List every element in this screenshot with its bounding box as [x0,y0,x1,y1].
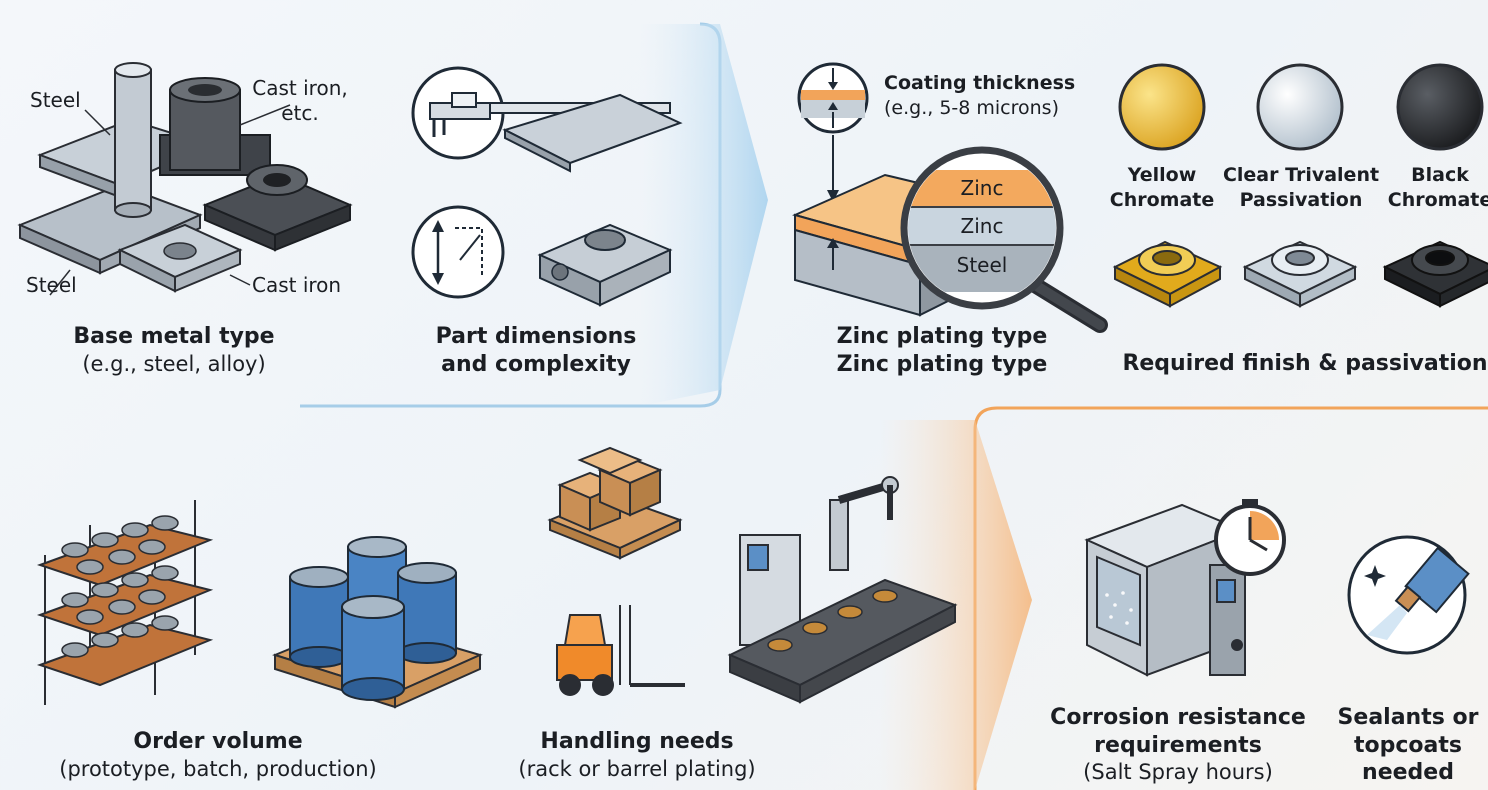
clear-trivalent-label: Clear Trivalent Passivation [1223,163,1379,212]
base-metal-title: Base metal type [73,324,275,349]
sealants-line2: topcoats [1354,732,1462,758]
coating-thickness-icon [797,62,869,134]
coating-thickness-example: (e.g., 5-8 microns) [884,97,1059,119]
yellow-chromate-swatch [1118,63,1206,151]
finish-swatches [1112,63,1488,308]
zinc-layer-2: Zinc [960,214,1004,238]
base-metal-label: Base metal type (e.g., steel, alloy) [73,323,274,377]
black-chromate-swatch [1396,63,1484,151]
black-chromate-label: Black Chromate [1388,163,1488,212]
yellow-chromate-line1: Yellow [1127,164,1197,186]
shelving-and-barrels-illustration [36,500,483,709]
yellow-chromate-label: Yellow Chromate [1110,163,1214,212]
steel-tag-bottom: Steel [26,273,77,297]
handling-illustration [547,446,958,704]
cast-iron-tag-top: Cast iron, [252,76,348,100]
clear-trivalent-line2: Passivation [1239,188,1363,211]
black-chromate-line1: Black [1411,164,1469,186]
salt-spray-chamber-illustration [1084,499,1286,677]
yellow-chromate-line2: Chromate [1109,188,1215,211]
order-volume-subtitle: (prototype, batch, production) [59,756,377,781]
cast-iron-tag-bottom: Cast iron [252,273,342,297]
black-chromate-line2: Chromate [1387,188,1488,211]
zinc-layer-1: Zinc [960,176,1004,200]
clear-trivalent-line1: Clear Trivalent [1222,164,1380,186]
zinc-type-title-line1: Zinc plating type [836,324,1048,349]
zinc-type-title-line2: Zinc plating type [836,351,1048,377]
coating-thickness-label: Coating thickness [884,72,1076,94]
finish-label: Required finish & passivation [1122,350,1487,378]
steel-tag-top: Steel [30,88,81,112]
finish-title: Required finish & passivation [1122,351,1488,376]
clear-trivalent-swatch [1256,63,1344,151]
corrosion-title-line2: requirements [1094,732,1262,758]
zinc-layers-block [792,135,1108,333]
spray-nozzle-icon [1347,535,1470,655]
dimensions-title-line2: and complexity [441,351,631,377]
cast-iron-etc-tag: etc. [281,101,319,125]
caliper-icon [411,66,683,173]
clear-nut [1242,240,1358,308]
order-volume-label: Order volume (prototype, batch, producti… [59,728,376,782]
dimension-arrows-icon [411,205,673,307]
sealants-line3: needed [1362,760,1454,785]
handling-title: Handling needs [540,729,734,754]
handling-subtitle: (rack or barrel plating) [518,756,756,781]
sealants-line1: Sealants or [1337,705,1479,730]
handling-label: Handling needs (rack or barrel plating) [518,728,755,782]
order-volume-title: Order volume [133,729,303,754]
base-metal-subtitle: (e.g., steel, alloy) [82,351,266,376]
yellow-nut [1112,240,1223,308]
metal-parts-illustration [17,62,353,296]
dimensions-title-line1: Part dimensions [435,324,637,349]
corrosion-subtitle: (Salt Spray hours) [1083,760,1273,784]
zinc-type-label: Zinc plating type Zinc plating type [837,323,1048,378]
black-nut [1382,240,1488,308]
sealants-label: Sealants or topcoats needed [1338,704,1479,787]
dimensions-label: Part dimensions and complexity [436,323,637,378]
corrosion-title-line1: Corrosion resistance [1050,705,1306,730]
corrosion-label: Corrosion resistance requirements (Salt … [1050,704,1306,785]
steel-layer: Steel [956,253,1008,277]
